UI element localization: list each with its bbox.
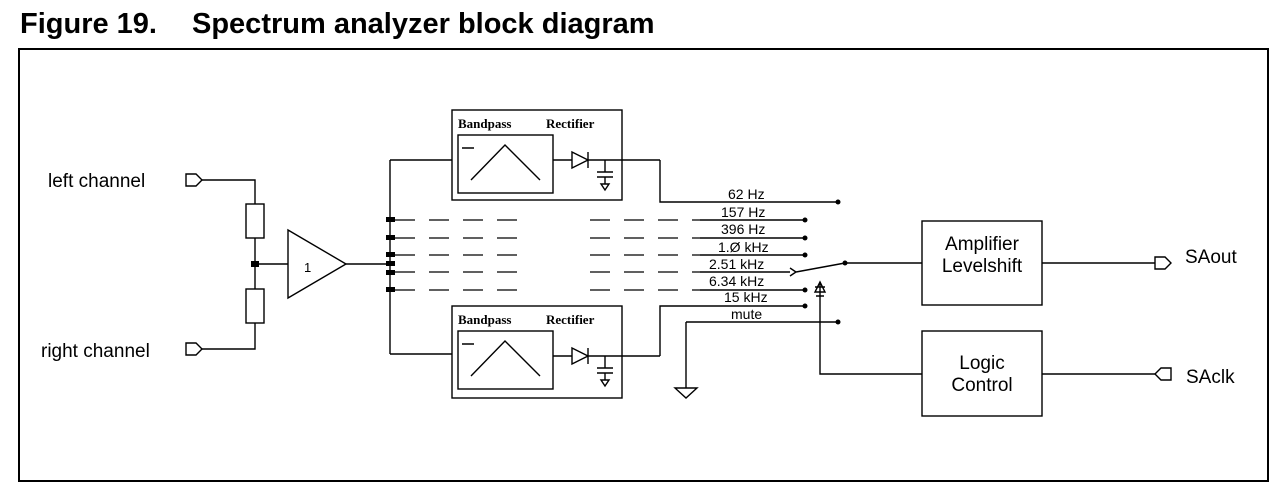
right-channel-port (185, 342, 203, 356)
rectifier-label-bottom: Rectifier (546, 312, 595, 327)
saout-port (1154, 256, 1172, 270)
band-label-6-34khz: 6.34 kHz (709, 273, 764, 289)
band-label-396hz: 396 Hz (721, 221, 765, 237)
buffer-gain-label: 1 (304, 260, 311, 275)
right-resistor (245, 288, 265, 324)
ground-symbol (673, 322, 699, 399)
left-resistor (245, 203, 265, 239)
input-wiring (202, 179, 288, 350)
band-select-switch (789, 199, 922, 375)
figure-title: Figure 19. Spectrum analyzer block diagra… (20, 8, 655, 41)
left-channel-port (185, 173, 203, 187)
filter-block-bottom: Bandpass Rectifier (451, 305, 660, 399)
figure-caption: Spectrum analyzer block diagram (192, 8, 655, 40)
control-label: Control (951, 375, 1012, 396)
logic-label: Logic (959, 353, 1004, 374)
diagram-frame (18, 48, 1269, 482)
figure-number: Figure 19. (20, 8, 157, 40)
band-label-2-51khz: 2.51 kHz (709, 256, 764, 272)
top-block-output-wire (659, 160, 838, 203)
band-label-15khz: 15 kHz (724, 289, 768, 305)
bottom-block-output-wire (659, 305, 805, 356)
levelshift-label: Levelshift (942, 256, 1023, 277)
buffer-amplifier (287, 228, 348, 300)
summing-node (251, 261, 259, 267)
bus-taps (386, 217, 395, 292)
right-channel-label: right channel (41, 341, 150, 362)
saclk-port (1154, 367, 1172, 381)
saclk-label: SAclk (1186, 367, 1235, 388)
bandpass-label-bottom: Bandpass (458, 312, 511, 327)
filter-block-top: Bandpass Rectifier (451, 109, 660, 201)
band-label-62hz: 62 Hz (728, 186, 765, 202)
bandpass-label-top: Bandpass (458, 116, 511, 131)
band-label-mute: mute (731, 306, 762, 322)
saout-label: SAout (1185, 247, 1237, 268)
band-label-1khz: 1.Ø kHz (718, 239, 769, 255)
rectifier-label-top: Rectifier (546, 116, 595, 131)
left-channel-label: left channel (48, 171, 145, 192)
band-lines (686, 219, 838, 323)
band-label-157hz: 157 Hz (721, 204, 765, 220)
distribution-bus (389, 159, 452, 355)
dashed-band-lines (395, 219, 700, 291)
amplifier-label: Amplifier (945, 234, 1020, 255)
